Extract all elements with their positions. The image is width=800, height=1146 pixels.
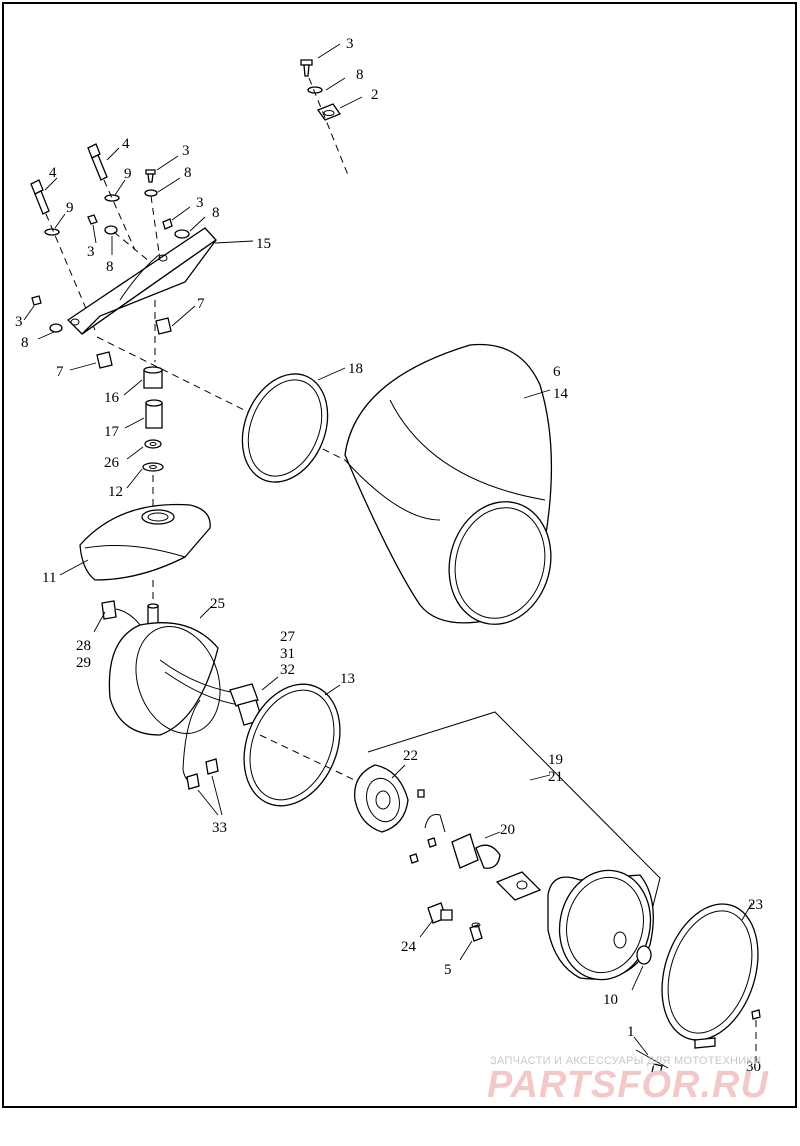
callout-26: 26 [104,455,120,471]
bracket-screws [23,155,206,340]
callout-11: 11 [42,570,56,586]
callout-23: 23 [748,897,763,913]
callout-3: 3 [15,314,23,330]
headlamp-housing [93,600,279,816]
bolts-and-washers [30,143,136,331]
trim-ring-lower [243,683,366,807]
assembly-bracket-line [367,711,661,911]
callout-1: 1 [627,1024,635,1040]
callout-7: 7 [56,364,64,380]
callout-12: 12 [108,484,123,500]
callout-20: 20 [500,822,515,838]
callout-9: 9 [66,200,74,216]
callout-4: 4 [122,136,130,152]
callout-6: 6 [553,364,561,380]
callout-2: 2 [371,87,379,103]
callout-24: 24 [401,939,417,955]
callout-labels: 3 8 2 4 4 3 9 8 9 3 8 15 3 8 3 8 7 7 16 … [15,36,763,1075]
headlamp-nacelle [344,343,553,625]
trim-ring-outer [661,902,759,1049]
position-bulbs [419,902,483,961]
callout-13: 13 [340,671,355,687]
bulb-socket [354,764,425,833]
callout-16: 16 [104,390,120,406]
callout-19: 19 [548,752,563,768]
callout-8: 8 [184,165,192,181]
callout-31: 31 [280,646,295,662]
rubber-pads [69,300,196,371]
callout-15: 15 [256,236,271,252]
assembly-leader [529,774,551,781]
watermark: ЗАПЧАСТИ И АКСЕССУАРЫ ДЛЯ МОТОТЕХНИКИ PA… [487,1055,769,1106]
callout-3: 3 [346,36,354,52]
callout-14: 14 [553,386,569,402]
callout-33: 33 [212,820,227,836]
callout-7: 7 [197,296,205,312]
callout-25: 25 [210,596,225,612]
retaining-clip [409,814,446,864]
callout-28: 28 [76,638,91,654]
headlamp-upper-cover [59,503,211,605]
callout-8: 8 [21,335,29,351]
callout-5: 5 [444,962,452,978]
callout-3: 3 [87,244,95,260]
callout-9: 9 [124,166,132,182]
callout-8: 8 [356,67,364,83]
callout-8: 8 [212,205,220,221]
callout-21: 21 [548,769,563,785]
callout-4: 4 [49,165,57,181]
headlight-bulb [451,831,542,901]
watermark-logo: PARTSFOR.RU [487,1064,769,1106]
mounting-bracket [66,227,254,335]
watermark-tagline: ЗАПЧАСТИ И АКСЕССУАРЫ ДЛЯ МОТОТЕХНИКИ [490,1055,761,1067]
center-stack [123,366,164,510]
callout-32: 32 [280,662,295,678]
diagram-border [2,2,797,1108]
callout-18: 18 [348,361,363,377]
trim-ring-upper [241,367,346,483]
callout-22: 22 [403,748,418,764]
top-bracket-hardware [300,43,363,176]
callout-27: 27 [280,629,296,645]
callout-17: 17 [104,424,120,440]
callout-10: 10 [603,992,618,1008]
callout-8: 8 [106,259,114,275]
callout-29: 29 [76,655,91,671]
callout-30: 30 [746,1059,761,1075]
ring-screws [633,1009,761,1075]
sealed-beam-lamp [547,869,654,991]
callout-3: 3 [182,143,190,159]
callout-3: 3 [196,195,204,211]
